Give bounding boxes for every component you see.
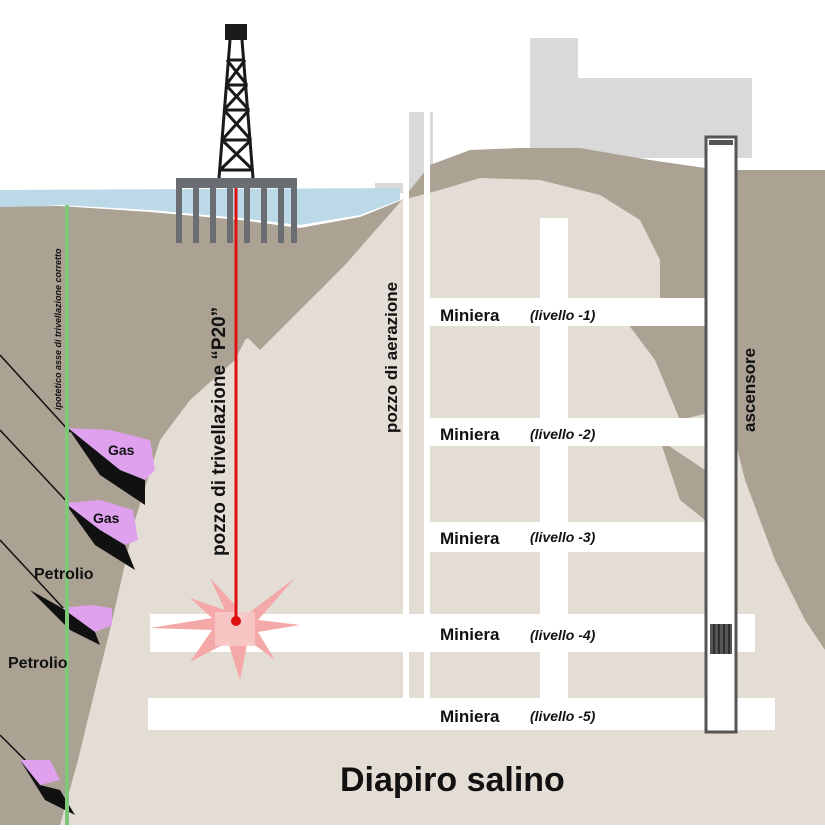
diagram-title: Diapiro salino [340, 761, 565, 799]
rock-patch [660, 440, 705, 520]
trap-label-oil-1: Petrolio [34, 566, 94, 583]
elevator-label: ascensore [740, 348, 759, 432]
mine-label-5: Miniera [440, 707, 500, 726]
trap-label-gas-1: Gas [108, 442, 135, 458]
mine-level-3: (livello -3) [530, 529, 596, 545]
borehole-label: pozzo di trivellazione “P20” [209, 307, 230, 556]
mine-level-2: (livello -2) [530, 426, 596, 442]
mine-level-4: (livello -4) [530, 627, 596, 643]
trap-gas-2 [65, 500, 138, 570]
mine-label-1: Miniera [440, 306, 500, 325]
gallery-level-5 [148, 698, 775, 730]
mine-level-1: (livello -1) [530, 307, 596, 323]
mine-label-4: Miniera [440, 625, 500, 644]
ventilation-shaft-label: pozzo di aerazione [382, 282, 401, 433]
trap-oil-2 [20, 760, 75, 815]
mine-level-labels: Miniera (livello -1) Miniera (livello -2… [440, 306, 596, 726]
rock-patch [240, 285, 325, 350]
rock-patch [610, 300, 720, 420]
trap-label-gas-2: Gas [93, 510, 120, 526]
inner-shaft [540, 218, 568, 700]
offshore-platform-icon [176, 178, 297, 243]
trap-gas-1 [68, 428, 155, 505]
borehole-end-point [231, 616, 241, 626]
mine-level-5: (livello -5) [530, 708, 596, 724]
ventilation-shaft [403, 112, 430, 700]
elevator-shaft [704, 135, 738, 734]
mine-label-2: Miniera [440, 425, 500, 444]
water-body [0, 188, 400, 225]
mine-label-3: Miniera [440, 529, 500, 548]
corrected-axis-label: ipotetico asse di trivellazione corretto [53, 248, 63, 410]
elevator-car-icon [710, 624, 732, 654]
drilling-derrick-icon [217, 24, 255, 179]
trap-label-oil-2: Petrolio [8, 655, 68, 672]
